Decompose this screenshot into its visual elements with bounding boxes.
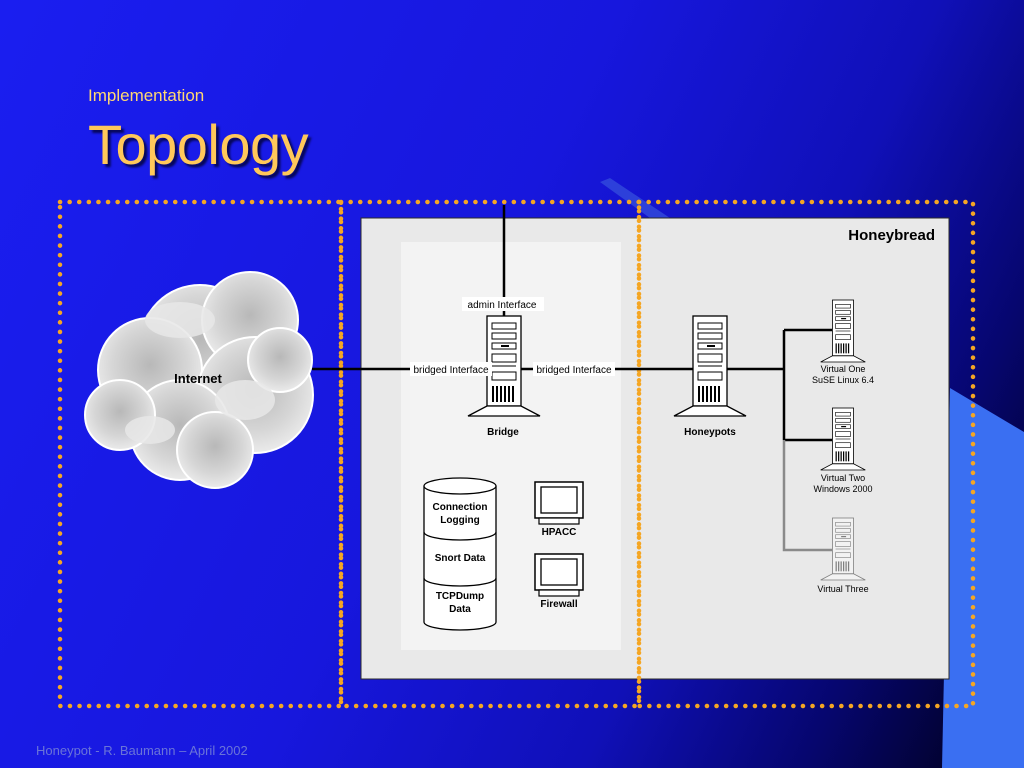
database-icon: [423, 477, 497, 631]
slide-title: Topology: [88, 113, 309, 176]
db-data-label: Data: [449, 604, 471, 615]
db-logging-label: Logging: [440, 515, 479, 526]
slide-subtitle: Implementation: [88, 86, 205, 105]
virtual-three-label: Virtual Three: [817, 584, 868, 594]
decorative-stripe: [942, 388, 1024, 768]
firewall-monitor-icon: [534, 553, 584, 597]
virtual-two-os-label: Windows 2000: [813, 484, 872, 494]
bridge-label: Bridge: [487, 427, 519, 438]
virtual-one-label: Virtual One: [821, 364, 866, 374]
virtual-two-label: Virtual Two: [821, 473, 865, 483]
internet-cloud: Internet: [84, 271, 314, 489]
hpacc-label: HPACC: [542, 527, 577, 538]
bridged-interface-left-label: bridged Interface: [413, 365, 488, 376]
admin-interface-label: admin Interface: [468, 300, 537, 311]
virtual-one-os-label: SuSE Linux 6.4: [812, 375, 874, 385]
hpacc-monitor-icon: [534, 481, 584, 525]
firewall-label: Firewall: [540, 599, 577, 610]
db-tcpdump-label: TCPDump: [436, 591, 484, 602]
internet-label: Internet: [174, 371, 222, 386]
bridged-interface-right-label: bridged Interface: [536, 365, 611, 376]
panel-title: Honeybread: [848, 227, 935, 244]
honeypot-zone-border: [636, 199, 976, 709]
bridge-zone-border: [338, 199, 642, 709]
db-connection-label: Connection: [433, 502, 488, 513]
honeypots-label: Honeypots: [684, 427, 736, 438]
slide-footer: Honeypot - R. Baumann – April 2002: [36, 743, 248, 758]
db-snort-label: Snort Data: [435, 553, 486, 564]
